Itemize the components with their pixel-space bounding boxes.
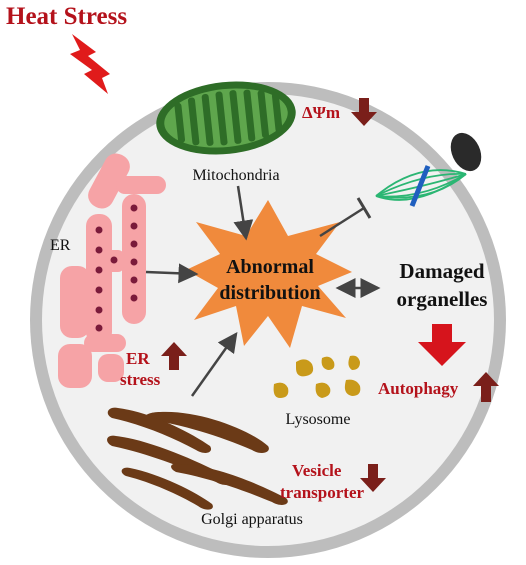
er-ribosomes (95, 204, 138, 332)
arrow-golgi-to-center (190, 331, 238, 397)
er-stress-label-line1: ER (126, 349, 150, 368)
down-arrow-icon (360, 464, 386, 492)
delta-psi-label: ΔΨm (302, 103, 340, 122)
golgi-apparatus (107, 407, 288, 510)
er-label: ER (50, 237, 71, 254)
lysosome-label: Lysosome (286, 411, 351, 428)
cell (30, 82, 506, 558)
center-label-line2: distribution (219, 282, 320, 304)
arrow-mitochondria-to-center (233, 185, 254, 241)
abnormal-distribution-starburst (186, 200, 352, 348)
er-stress-label-line2: stress (120, 370, 161, 389)
lysosomes (273, 355, 361, 398)
cell-cytoplasm (42, 94, 494, 546)
golgi-label: Golgi apparatus (201, 511, 303, 528)
damaged-label-line2: organelles (397, 287, 488, 311)
mitochondria-label: Mitochondria (192, 167, 279, 184)
up-arrow-icon (473, 372, 499, 402)
down-arrow-icon (418, 324, 466, 366)
arrow-er-to-center (145, 263, 199, 284)
diagram-title: Heat Stress (6, 3, 127, 30)
up-arrow-icon (161, 342, 187, 370)
mitochondria (156, 81, 296, 155)
autophagy-label: Autophagy (378, 379, 459, 398)
spindle-icon (375, 165, 467, 207)
inhibition-arrow-icon (319, 197, 372, 238)
nucleus-blob (450, 132, 482, 172)
down-arrow-icon (351, 98, 377, 126)
damaged-label-line1: Damaged (399, 259, 484, 283)
vesicle-label-line2: transporter (280, 483, 364, 502)
lightning-bolt-icon (70, 34, 110, 94)
center-label-line1: Abnormal (226, 256, 314, 278)
vesicle-label-line1: Vesicle (292, 461, 342, 480)
